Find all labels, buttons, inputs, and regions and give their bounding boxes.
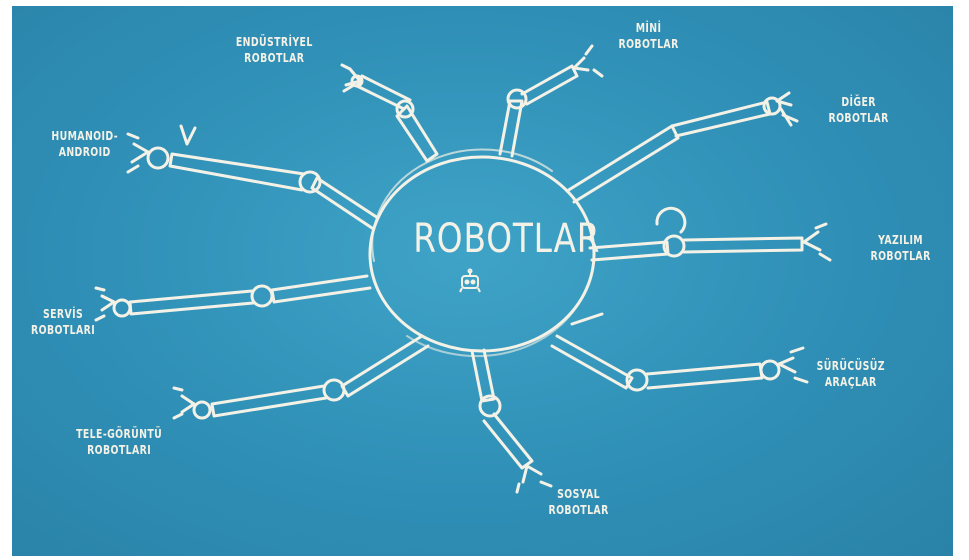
robot-arms-drawing [94, 44, 832, 494]
center-title: ROBOTLAR [413, 216, 601, 262]
arm-diger [565, 91, 799, 204]
arm-humanoid [126, 124, 380, 230]
arm-tele [172, 334, 430, 420]
center-circle [368, 148, 596, 358]
arm-servis [94, 274, 372, 322]
arm-sosyal [470, 348, 553, 494]
robot-icon [457, 268, 483, 294]
node-humanoid: HUMANOID-ANDROID [51, 129, 118, 159]
arm-endustriyel [340, 63, 439, 163]
arm-yazilim [588, 206, 832, 262]
arm-mini [498, 44, 604, 158]
arm-surucusuz [550, 312, 809, 392]
